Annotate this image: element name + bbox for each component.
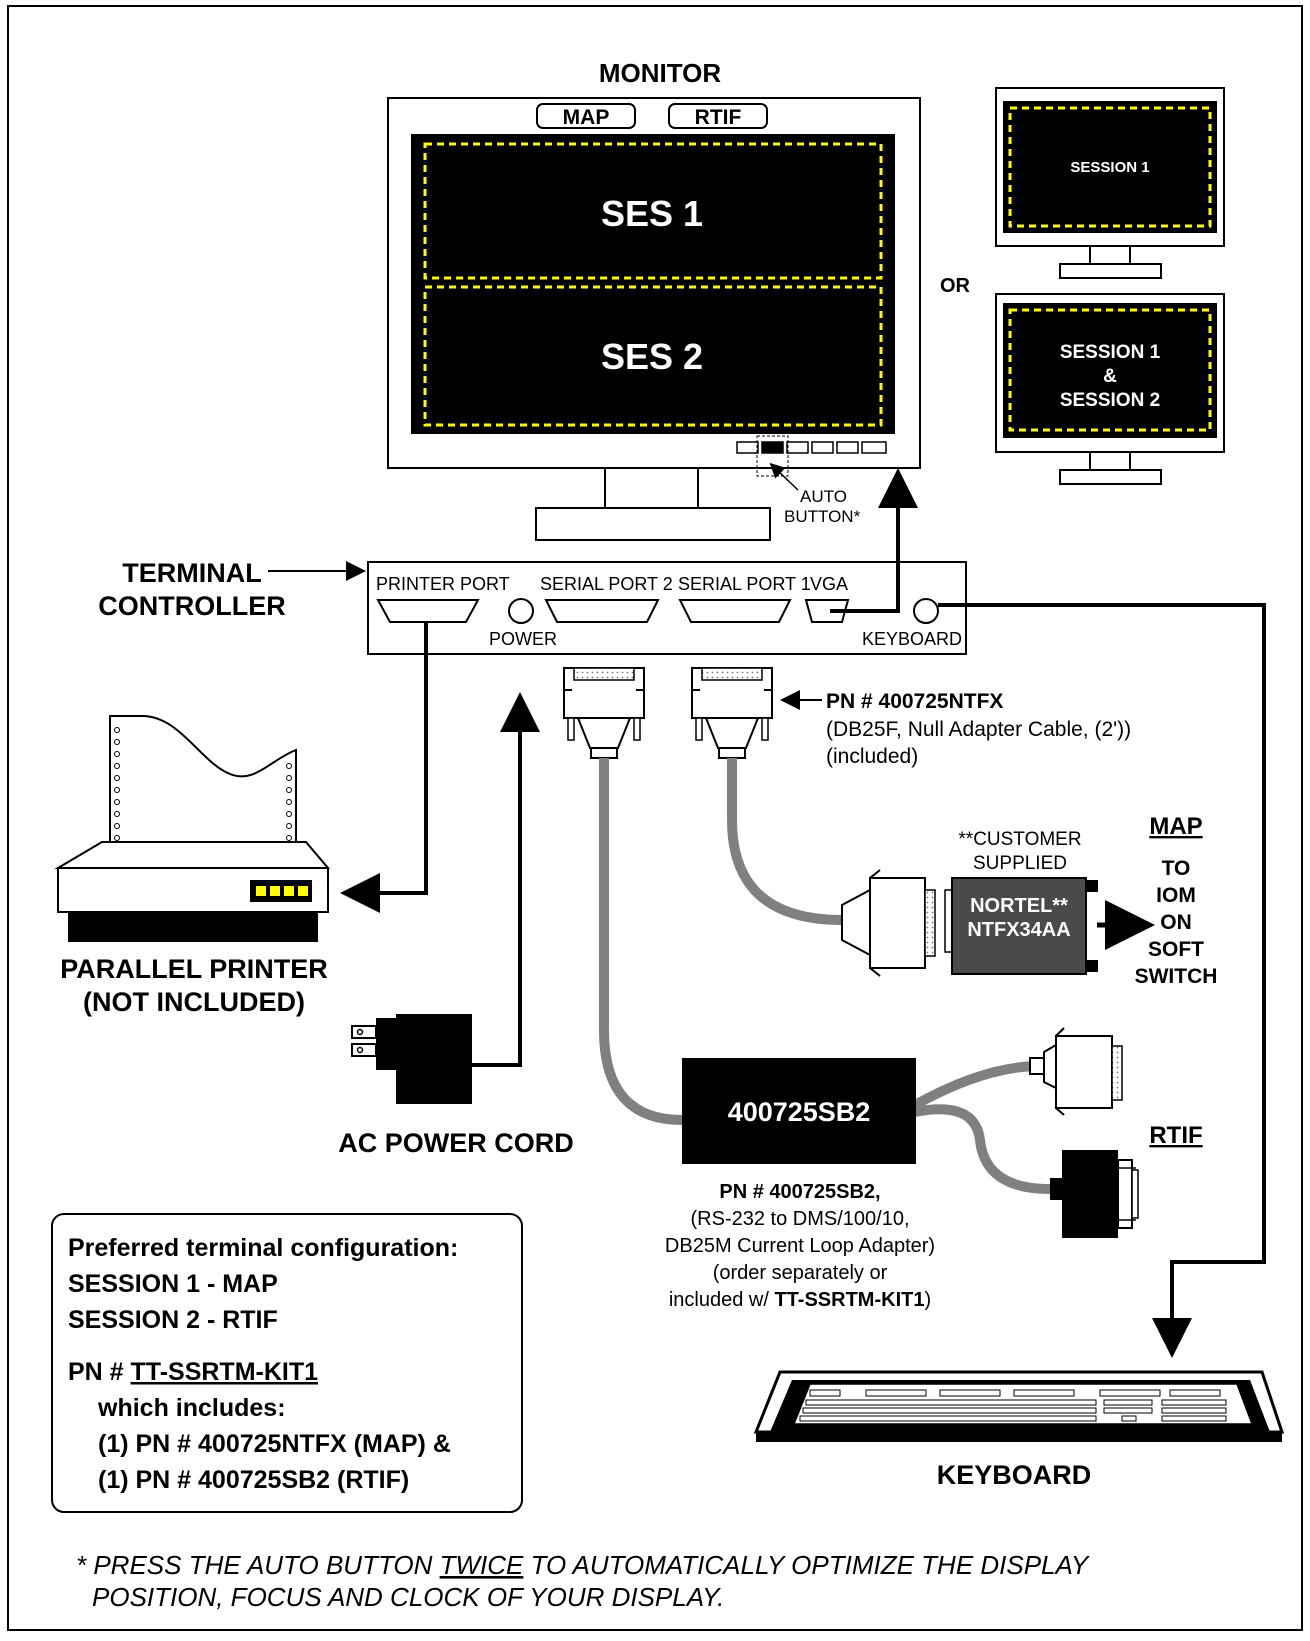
map-dest-title: MAP bbox=[1149, 813, 1202, 840]
alt-monitor-dual: SESSION 1 & SESSION 2 bbox=[995, 293, 1225, 485]
monitor-screen bbox=[411, 134, 895, 434]
sb2-pn: PN # 400725SB2, bbox=[719, 1181, 880, 1203]
serial-port-1-label: SERIAL PORT 1 bbox=[678, 574, 811, 594]
serial-2-cable bbox=[599, 758, 683, 1125]
controller-label-1: TERMINAL bbox=[122, 558, 261, 588]
serial-port-2[interactable] bbox=[544, 599, 660, 623]
monitor-title: MONITOR bbox=[599, 58, 722, 88]
monitor-button[interactable] bbox=[786, 441, 809, 454]
customer-supplied-1: **CUSTOMER bbox=[958, 829, 1081, 850]
terminal-controller: PRINTER PORT SERIAL PORT 2 SERIAL PORT 1… bbox=[367, 561, 967, 655]
power-jack[interactable] bbox=[508, 598, 534, 624]
db25-connector-ntfx bbox=[691, 667, 773, 759]
ses2-label: SES 2 bbox=[601, 336, 703, 377]
rtif-dest-label: RTIF bbox=[1149, 1122, 1202, 1149]
config-line-6: (1) PN # 400725NTFX (MAP) & bbox=[98, 1430, 451, 1458]
sb2-desc-1: (RS-232 to DMS/100/10, bbox=[691, 1208, 910, 1230]
alt-monitor-dual-label-2: & bbox=[1103, 366, 1117, 387]
or-label: OR bbox=[940, 275, 971, 297]
ses2-pane bbox=[423, 285, 883, 427]
main-monitor: MONITOR MAP RTIF SES 1 SES 2 AUTO BUTTON… bbox=[387, 58, 921, 541]
config-line-7: (1) PN # 400725SB2 (RTIF) bbox=[98, 1466, 409, 1494]
vga-port[interactable] bbox=[804, 599, 850, 623]
config-line-5: which includes: bbox=[97, 1394, 286, 1422]
rtif-cable-lower bbox=[914, 1104, 1051, 1194]
keyboard-cable bbox=[938, 603, 1266, 1358]
config-line-3: SESSION 2 - RTIF bbox=[68, 1306, 278, 1334]
map-dest-line: ON bbox=[1160, 911, 1192, 934]
sb2-desc-2: DB25M Current Loop Adapter) bbox=[665, 1235, 935, 1257]
power-cord-cable bbox=[472, 692, 540, 1067]
printer-port-label: PRINTER PORT bbox=[376, 574, 510, 594]
power-cord-label: AC POWER CORD bbox=[338, 1128, 574, 1158]
nortel-label-2: NTFX34AA bbox=[967, 919, 1070, 941]
power-label: POWER bbox=[489, 629, 557, 649]
sb2-adapter-label: 400725SB2 bbox=[728, 1097, 871, 1127]
serial-port-1[interactable] bbox=[678, 599, 792, 623]
auto-button-pointer bbox=[769, 462, 799, 491]
config-kit-line: PN # TT-SSRTM-KIT1 bbox=[68, 1358, 318, 1386]
ntfx-included: (included) bbox=[826, 745, 918, 768]
alt-monitor-single-label: SESSION 1 bbox=[1070, 159, 1149, 176]
monitor-stand-base bbox=[535, 507, 771, 541]
rtif-connector-male bbox=[1050, 1150, 1139, 1238]
serial-1-cable bbox=[727, 758, 843, 925]
alt-monitor-dual-label-3: SESSION 2 bbox=[1060, 390, 1160, 411]
tab-map[interactable] bbox=[536, 103, 636, 129]
map-dest-line: SOFT bbox=[1148, 938, 1204, 961]
config-box: Preferred terminal configuration: SESSIO… bbox=[51, 1213, 523, 1513]
ntfx-pn: PN # 400725NTFX bbox=[826, 690, 1003, 713]
vga-label: VGA bbox=[810, 574, 848, 594]
db25-connector-map bbox=[841, 869, 936, 977]
rtif-cable-upper bbox=[912, 1061, 1041, 1110]
page-border bbox=[7, 5, 1303, 1631]
tab-rtif[interactable] bbox=[668, 103, 768, 129]
ses1-label: SES 1 bbox=[601, 193, 703, 234]
config-line-1: Preferred terminal configuration: bbox=[68, 1234, 458, 1262]
parallel-printer bbox=[54, 715, 331, 942]
auto-button[interactable] bbox=[761, 441, 784, 454]
printer-label-2: (NOT INCLUDED) bbox=[83, 987, 305, 1017]
map-dest-line: TO bbox=[1162, 857, 1191, 880]
sb2-desc-4: included w/ TT-SSRTM-KIT1) bbox=[669, 1289, 931, 1311]
db25-connector-serial-2 bbox=[563, 667, 645, 759]
auto-button-label-2: BUTTON* bbox=[784, 507, 861, 526]
alt-monitor-single: SESSION 1 bbox=[995, 87, 1225, 279]
footnote-line-1: * PRESS THE AUTO BUTTON TWICE TO AUTOMAT… bbox=[76, 1550, 1090, 1580]
config-line-2: SESSION 1 - MAP bbox=[68, 1270, 278, 1298]
printer-label-1: PARALLEL PRINTER bbox=[60, 954, 328, 984]
printer-port[interactable] bbox=[376, 599, 480, 623]
monitor-button[interactable] bbox=[811, 441, 834, 454]
alt-monitor-dual-label-1: SESSION 1 bbox=[1060, 342, 1161, 363]
footnote-line-2: POSITION, FOCUS AND CLOCK OF YOUR DISPLA… bbox=[92, 1582, 724, 1612]
monitor-button[interactable] bbox=[736, 441, 759, 454]
ses1-pane bbox=[423, 142, 883, 280]
map-dest-line: SWITCH bbox=[1135, 965, 1218, 988]
nortel-adapter: NORTEL** NTFX34AA bbox=[944, 877, 1098, 975]
customer-supplied-2: SUPPLIED bbox=[973, 853, 1067, 874]
keyboard bbox=[753, 1370, 1285, 1442]
controller-label-2: CONTROLLER bbox=[98, 591, 285, 621]
sb2-adapter bbox=[682, 1058, 916, 1164]
keyboard-port-label: KEYBOARD bbox=[862, 629, 962, 649]
serial-port-2-label: SERIAL PORT 2 bbox=[540, 574, 673, 594]
monitor-button[interactable] bbox=[861, 441, 887, 454]
ac-power-adapter bbox=[351, 1014, 472, 1104]
printer-cable bbox=[340, 622, 428, 913]
keyboard-label: KEYBOARD bbox=[937, 1460, 1092, 1490]
vga-cable bbox=[830, 468, 918, 613]
monitor-button[interactable] bbox=[836, 441, 859, 454]
keyboard-jack[interactable] bbox=[913, 598, 939, 624]
rtif-connector-female bbox=[1029, 1027, 1123, 1116]
tab-map-label: MAP bbox=[563, 106, 610, 129]
map-dest-line: IOM bbox=[1156, 884, 1196, 907]
nortel-label-1: NORTEL** bbox=[970, 895, 1068, 917]
ntfx-desc: (DB25F, Null Adapter Cable, (2')) bbox=[826, 718, 1131, 741]
tab-rtif-label: RTIF bbox=[695, 106, 742, 129]
sb2-desc-3: (order separately or bbox=[713, 1262, 888, 1284]
auto-button-label-1: AUTO bbox=[800, 487, 847, 506]
